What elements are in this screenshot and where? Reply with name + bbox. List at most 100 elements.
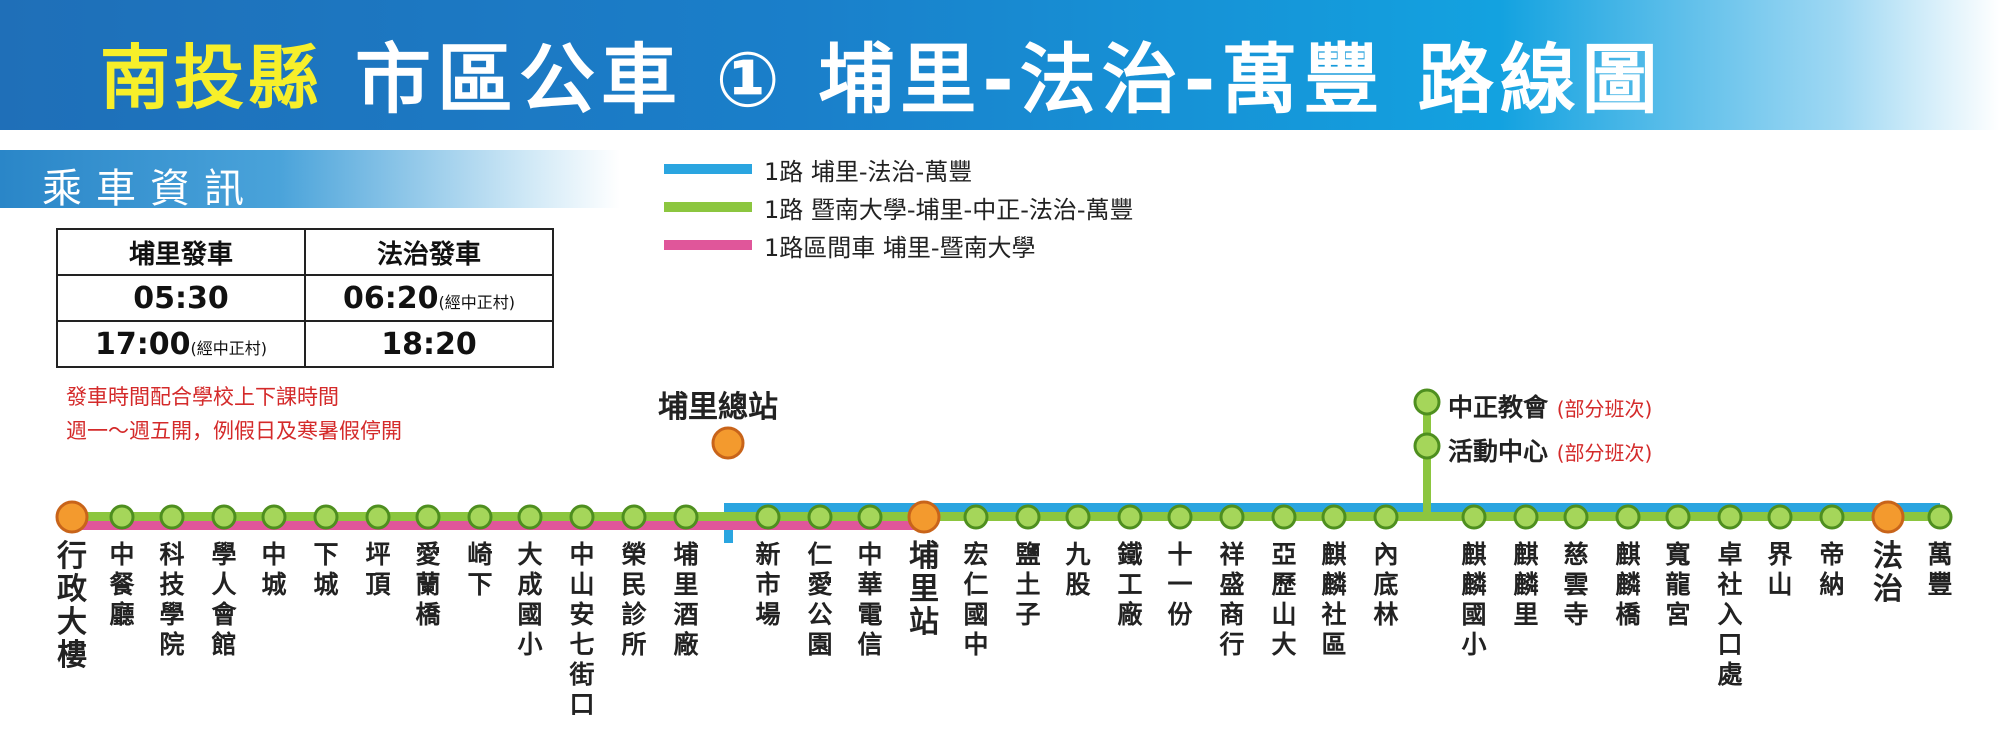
station-label: 卓社入口處 bbox=[1717, 540, 1743, 689]
station-label: 愛蘭橋 bbox=[415, 540, 441, 629]
stop-marker bbox=[313, 504, 339, 530]
stop-marker bbox=[1767, 504, 1793, 530]
station-label: 大成國小 bbox=[517, 540, 543, 659]
legend-swatch-green bbox=[664, 202, 752, 212]
stop-marker bbox=[1927, 504, 1953, 530]
stop-marker bbox=[807, 504, 833, 530]
major-stop-marker bbox=[55, 500, 89, 534]
stop-marker bbox=[261, 504, 287, 530]
station-label: 九股 bbox=[1065, 540, 1091, 599]
station-label: 鐵工廠 bbox=[1117, 540, 1143, 629]
station-label: 埔里酒廠 bbox=[673, 540, 699, 659]
title-banner: 南投縣 市區公車 ① 埔里-法治-萬豐 路線圖 bbox=[0, 0, 2000, 130]
station-label: 鹽土子 bbox=[1015, 540, 1041, 629]
legend-swatch-blue bbox=[664, 164, 752, 174]
branch-stop-name: 活動中心 bbox=[1448, 437, 1549, 466]
stop-marker bbox=[1219, 504, 1245, 530]
schedule-table: 埔里發車 法治發車 05:30 06:20(經中正村) 17:00(經中正村) … bbox=[56, 228, 554, 368]
station-label: 崎下 bbox=[467, 540, 493, 599]
note-line: 週一～週五開，例假日及寒暑假停開 bbox=[66, 419, 402, 443]
station-label: 界山 bbox=[1767, 540, 1793, 599]
stop-marker bbox=[1321, 504, 1347, 530]
stop-marker bbox=[211, 504, 237, 530]
station-label: 中山安七街口 bbox=[569, 540, 595, 719]
stop-marker bbox=[1665, 504, 1691, 530]
branch-stop-note: (部分班次) bbox=[1556, 397, 1653, 421]
stop-marker bbox=[109, 504, 135, 530]
branch-stop-note: (部分班次) bbox=[1556, 441, 1653, 465]
table-row: 17:00(經中正村) 18:20 bbox=[56, 320, 554, 368]
time-value: 18:20 bbox=[381, 326, 477, 362]
major-stop-marker bbox=[1871, 500, 1905, 534]
terminal-stop-marker bbox=[711, 426, 745, 460]
stop-marker bbox=[1015, 504, 1041, 530]
stop-marker bbox=[1615, 504, 1641, 530]
legend-swatch-pink bbox=[664, 240, 752, 250]
station-label: 學人會館 bbox=[211, 540, 237, 659]
stop-marker bbox=[569, 504, 595, 530]
time-cell: 17:00(經中正村) bbox=[56, 320, 306, 368]
stop-marker bbox=[1513, 504, 1539, 530]
stop-marker bbox=[1271, 504, 1297, 530]
route-title: 市區公車 ① 埔里-法治-萬豐 路線圖 bbox=[355, 35, 1664, 124]
station-label: 下城 bbox=[313, 540, 339, 599]
stop-marker bbox=[1563, 504, 1589, 530]
branch-stop-label: 活動中心 (部分班次) bbox=[1448, 432, 1652, 468]
station-label: 祥盛商行 bbox=[1219, 540, 1245, 659]
stop-marker bbox=[467, 504, 493, 530]
stop-marker bbox=[963, 504, 989, 530]
stop-marker bbox=[415, 504, 441, 530]
route-line-pink bbox=[72, 521, 924, 530]
stop-marker bbox=[365, 504, 391, 530]
time-note: (經中正村) bbox=[438, 292, 516, 312]
time-value: 17:00 bbox=[95, 326, 191, 362]
station-label: 科技學院 bbox=[159, 540, 185, 659]
legend-label: 1路 暨南大學-埔里-中正-法治-萬豐 bbox=[764, 196, 1134, 224]
time-note: (經中正村) bbox=[190, 338, 268, 358]
station-label: 帝納 bbox=[1819, 540, 1845, 599]
station-label: 中餐廳 bbox=[109, 540, 135, 629]
schedule-notes: 發車時間配合學校上下課時間 週一～週五開，例假日及寒暑假停開 bbox=[66, 380, 402, 448]
station-label: 十一份 bbox=[1167, 540, 1193, 629]
col-header-fazhi: 法治發車 bbox=[304, 228, 554, 276]
time-cell: 06:20(經中正村) bbox=[304, 274, 554, 322]
station-label: 萬豐 bbox=[1927, 540, 1953, 599]
terminal-label: 埔里總站 bbox=[658, 390, 778, 425]
stop-marker bbox=[159, 504, 185, 530]
time-cell: 05:30 bbox=[56, 274, 306, 322]
info-heading: 乘車資訊 bbox=[42, 166, 258, 212]
branch-stop-label: 中正教會 (部分班次) bbox=[1448, 388, 1652, 424]
station-label: 麒麟里 bbox=[1513, 540, 1539, 629]
legend-label: 1路 埔里-法治-萬豐 bbox=[764, 158, 973, 186]
station-label: 仁愛公園 bbox=[807, 540, 833, 659]
station-label: 寬龍宮 bbox=[1665, 540, 1691, 629]
stop-marker bbox=[857, 504, 883, 530]
station-label: 埔里站 bbox=[909, 539, 939, 640]
station-label: 亞歷山大 bbox=[1271, 540, 1297, 659]
stop-marker bbox=[517, 504, 543, 530]
major-stop-marker bbox=[907, 500, 941, 534]
station-label: 麒麟橋 bbox=[1615, 540, 1641, 629]
table-row: 05:30 06:20(經中正村) bbox=[56, 274, 554, 322]
branch-stop-marker bbox=[1413, 432, 1441, 460]
stop-marker bbox=[621, 504, 647, 530]
branch-stop-marker bbox=[1413, 388, 1441, 416]
info-section-header: 乘車資訊 bbox=[0, 150, 620, 212]
station-label: 坪頂 bbox=[365, 540, 391, 599]
station-label: 宏仁國中 bbox=[963, 540, 989, 659]
stop-marker bbox=[1065, 504, 1091, 530]
station-label: 新市場 bbox=[755, 540, 781, 629]
note-line: 發車時間配合學校上下課時間 bbox=[66, 385, 339, 409]
route-line-green bbox=[72, 512, 1940, 521]
station-label: 榮民診所 bbox=[621, 540, 647, 659]
time-value: 05:30 bbox=[133, 280, 229, 316]
stop-marker bbox=[1373, 504, 1399, 530]
station-label: 慈雲寺 bbox=[1563, 540, 1589, 629]
branch-stop-name: 中正教會 bbox=[1448, 393, 1549, 422]
stop-marker bbox=[755, 504, 781, 530]
station-label: 法治 bbox=[1873, 539, 1903, 607]
time-value: 06:20 bbox=[343, 280, 439, 316]
station-label: 行政大樓 bbox=[57, 539, 87, 673]
col-header-puli: 埔里發車 bbox=[56, 228, 306, 276]
